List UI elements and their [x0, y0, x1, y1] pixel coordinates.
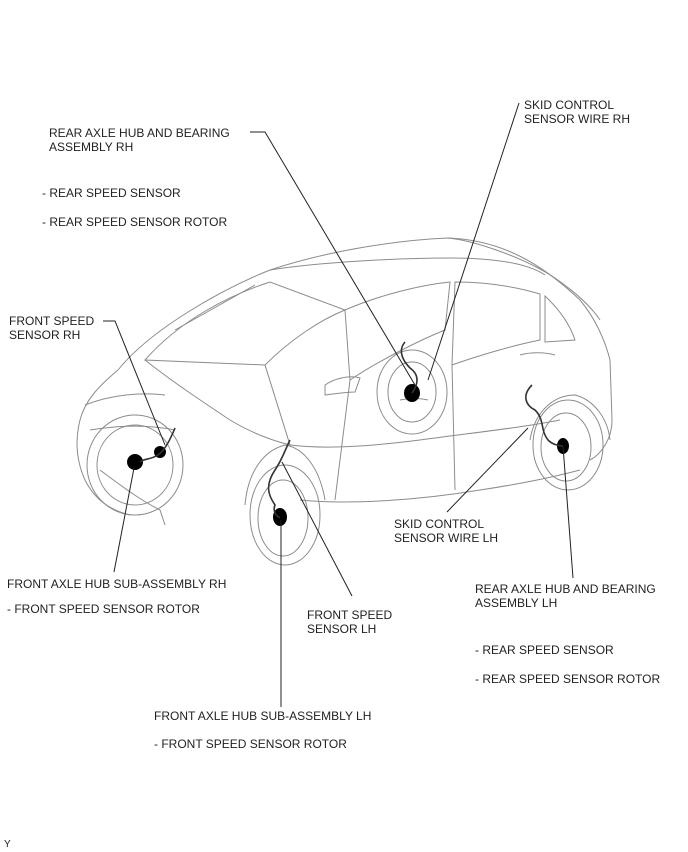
front-lh-sensor-wire [267, 439, 291, 518]
label-rear-lh-item-rotor: - REAR SPEED SENSOR ROTOR [475, 672, 661, 686]
rear-rh-sensor-wire [400, 341, 418, 394]
label-rear-rh-item-speed-sensor: - REAR SPEED SENSOR [42, 186, 181, 200]
front-rh-sensor-wire [139, 427, 176, 463]
label-front-speed-sensor-lh: FRONT SPEED SENSOR LH [307, 608, 393, 636]
label-rear-lh-item-speed-sensor: - REAR SPEED SENSOR [475, 643, 614, 657]
label-front-lh-item-rotor: - FRONT SPEED SENSOR ROTOR [154, 737, 347, 751]
car-outline [76, 237, 613, 566]
label-rear-axle-hub-rh: REAR AXLE HUB AND BEARING ASSEMBLY RH [49, 126, 230, 154]
rear-lh-sensor-wire [525, 384, 564, 447]
label-front-axle-hub-rh: FRONT AXLE HUB SUB-ASSEMBLY RH [7, 577, 227, 591]
label-rear-axle-hub-lh: REAR AXLE HUB AND BEARING ASSEMBLY LH [475, 582, 656, 610]
label-front-speed-sensor-rh: FRONT SPEED SENSOR RH [9, 314, 95, 342]
label-skid-control-sensor-wire-rh: SKID CONTROL SENSOR WIRE RH [524, 98, 631, 126]
label-front-axle-hub-lh: FRONT AXLE HUB SUB-ASSEMBLY LH [154, 709, 372, 723]
corner-code: Y [4, 839, 11, 850]
leader-lines [103, 102, 574, 707]
label-front-rh-item-rotor: - FRONT SPEED SENSOR ROTOR [7, 602, 200, 616]
front-rh-hub [127, 446, 166, 470]
label-rear-rh-item-rotor: - REAR SPEED SENSOR ROTOR [42, 215, 228, 229]
label-skid-control-sensor-wire-lh: SKID CONTROL SENSOR WIRE LH [394, 517, 499, 545]
